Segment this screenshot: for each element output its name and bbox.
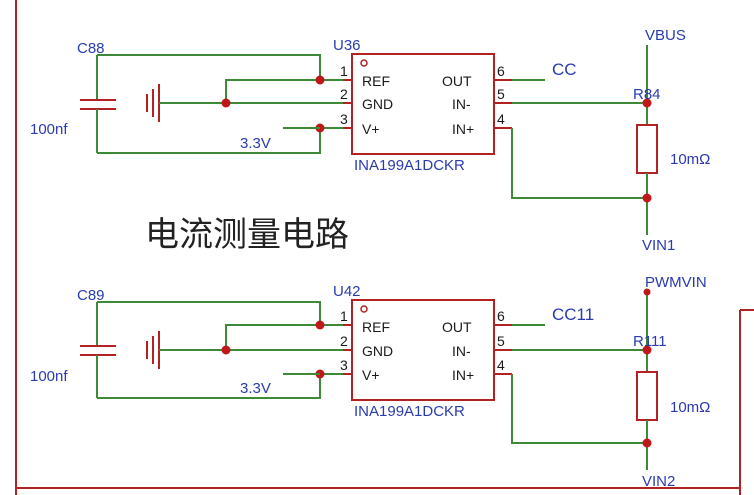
pin-name: V+ <box>362 367 380 383</box>
pin-number: 5 <box>497 333 505 349</box>
wire-in-plus-1 <box>511 128 647 199</box>
pin-number: 5 <box>497 86 505 102</box>
wire-in-plus-2 <box>511 374 647 444</box>
capacitor-c89 <box>80 302 116 398</box>
pin-number: 2 <box>340 333 348 349</box>
resistor-value: 10mΩ <box>670 151 710 168</box>
circuit-1: C88 100nf 3.3V U36 INA199A1DCKR <box>30 27 710 254</box>
pin-name: GND <box>362 343 393 359</box>
capacitor-c88 <box>80 55 116 153</box>
wire-c89-vplus <box>97 373 343 399</box>
ground-symbol-1 <box>146 84 343 122</box>
pin-number: 2 <box>340 86 348 102</box>
pin-name: IN- <box>452 96 471 112</box>
output-net-label: CC <box>552 60 577 79</box>
capacitor-value: 100nf <box>30 121 68 138</box>
resistor-value: 10mΩ <box>670 399 710 416</box>
resistor-r84 <box>636 124 658 174</box>
pin-number: 1 <box>340 308 348 324</box>
pin-number: 3 <box>340 111 348 127</box>
pin-name: REF <box>362 319 390 335</box>
ic-part: INA199A1DCKR <box>354 157 465 174</box>
capacitor-value: 100nf <box>30 368 68 385</box>
ic-ref: U42 <box>333 283 361 300</box>
pin-name: GND <box>362 96 393 112</box>
pin-name: V+ <box>362 121 380 137</box>
pin-number: 6 <box>497 308 505 324</box>
pin-name: OUT <box>442 319 472 335</box>
pin-number: 4 <box>497 357 505 373</box>
wire-gnd-ref <box>225 324 320 350</box>
pin-number: 4 <box>497 111 505 127</box>
pin-number: 1 <box>340 63 348 79</box>
wire-c89-ref <box>97 301 343 326</box>
bottom-net-label: VIN2 <box>642 473 675 490</box>
supply-label: 3.3V <box>240 380 271 397</box>
wire-c88-ref <box>97 54 343 81</box>
supply-label: 3.3V <box>240 135 271 152</box>
capacitor-ref: C89 <box>77 287 105 304</box>
pin-name: IN+ <box>452 367 474 383</box>
top-net-label: PWMVIN <box>645 274 707 291</box>
circuit-2: C89 100nf 3.3V U42 INA199A1DCKR 1 2 3 RE… <box>30 274 710 490</box>
pin-number: 3 <box>340 357 348 373</box>
wire-gnd-ref <box>225 79 320 103</box>
ground-symbol-2 <box>146 331 343 369</box>
ic-ref: U36 <box>333 37 361 54</box>
output-net-label: CC11 <box>552 305 594 324</box>
resistor-r111 <box>636 371 658 421</box>
bottom-net-label: VIN1 <box>642 237 675 254</box>
resistor-ref: R111 <box>633 333 667 350</box>
wire-c88-vplus <box>97 127 343 154</box>
resistor-ref: R84 <box>633 86 661 103</box>
top-net-label: VBUS <box>645 27 686 44</box>
pin-name: OUT <box>442 73 472 89</box>
pin-number: 6 <box>497 63 505 79</box>
ic-part: INA199A1DCKR <box>354 403 465 420</box>
pin-name: REF <box>362 73 390 89</box>
capacitor-ref: C88 <box>77 40 105 57</box>
pin-name: IN+ <box>452 121 474 137</box>
section-title: 电流测量电路 <box>145 215 349 255</box>
pin-name: IN- <box>452 343 471 359</box>
